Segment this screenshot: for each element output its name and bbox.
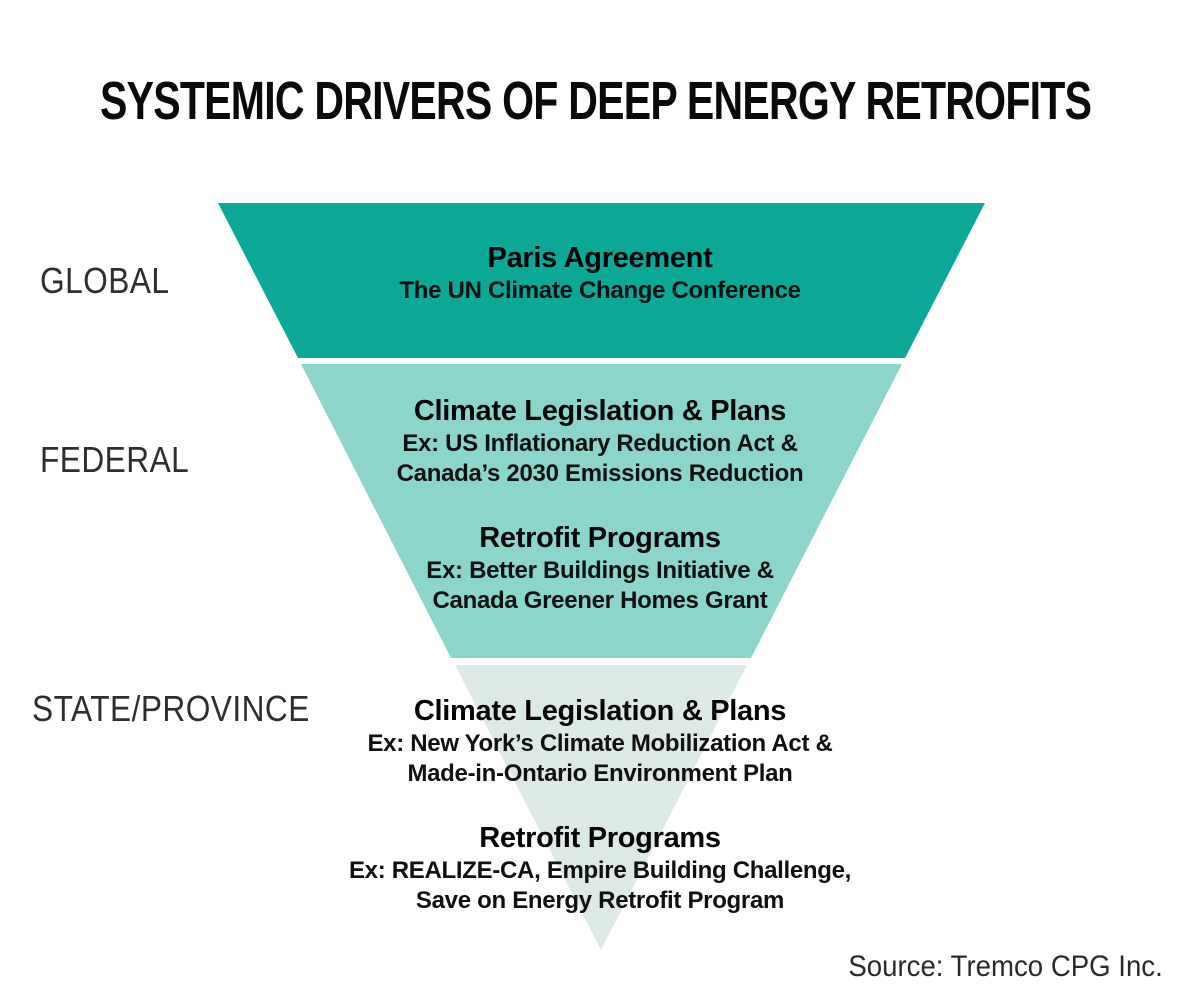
pyramid-tier-federal: [301, 364, 902, 658]
federal-item-retrofit-programs: Retrofit Programs Ex: Better Buildings I…: [0, 520, 1200, 616]
item-line: The UN Climate Change Conference: [399, 277, 801, 304]
global-item-paris-agreement: Paris Agreement The UN Climate Change Co…: [0, 240, 1200, 306]
item-line: Ex: New York’s Climate Mobilization Act …: [367, 730, 833, 757]
item-line: Canada Greener Homes Grant: [432, 587, 768, 614]
item-heading: Paris Agreement: [487, 242, 713, 274]
item-heading: Climate Legislation & Plans: [413, 695, 787, 727]
state-item-climate-legislation: Climate Legislation & Plans Ex: New York…: [0, 693, 1200, 789]
item-line: Ex: US Inflationary Reduction Act &: [402, 430, 798, 457]
source-attribution: Source: Tremco CPG Inc.: [848, 950, 1163, 983]
item-line: Ex: REALIZE-CA, Empire Building Challeng…: [348, 857, 852, 884]
pyramid-tier-state: [455, 665, 747, 950]
item-heading: Climate Legislation & Plans: [413, 395, 787, 427]
page-title: SYSTEMIC DRIVERS OF DEEP ENERGY RETROFIT…: [100, 71, 1092, 131]
pyramid-tier-global: [218, 203, 985, 358]
item-line: Canada’s 2030 Emissions Reduction: [396, 460, 804, 487]
item-heading: Retrofit Programs: [479, 522, 721, 554]
level-label-state-province: STATE/PROVINCE: [32, 688, 310, 729]
state-item-retrofit-programs: Retrofit Programs Ex: REALIZE-CA, Empire…: [0, 820, 1200, 916]
item-line: Made-in-Ontario Environment Plan: [407, 760, 793, 787]
item-line: Ex: Better Buildings Initiative &: [426, 557, 774, 584]
federal-item-climate-legislation: Climate Legislation & Plans Ex: US Infla…: [0, 393, 1200, 489]
level-label-federal: FEDERAL: [40, 439, 190, 480]
item-line: Save on Energy Retrofit Program: [415, 887, 785, 914]
level-label-global: GLOBAL: [40, 260, 170, 301]
item-heading: Retrofit Programs: [479, 822, 721, 854]
